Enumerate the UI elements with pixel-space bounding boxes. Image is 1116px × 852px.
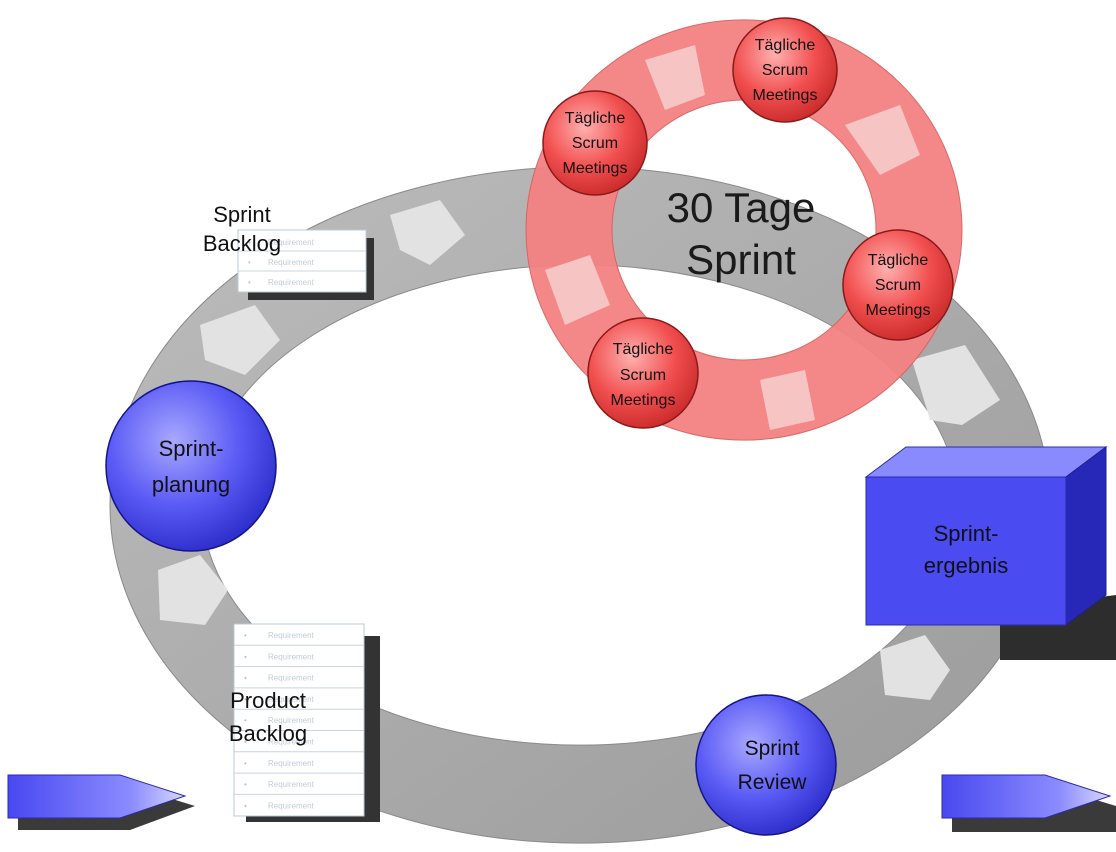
daily-meeting-text: Scrum xyxy=(875,277,921,294)
svg-text:•: • xyxy=(244,759,247,768)
sprint-planning-text-line2: planung xyxy=(152,472,230,497)
svg-text:•: • xyxy=(244,780,247,789)
daily-meeting-circle: Tägliche Scrum Meetings xyxy=(732,17,838,123)
daily-meeting-circle: Tägliche Scrum Meetings xyxy=(542,90,648,196)
requirement-item: Requirement xyxy=(268,738,315,747)
output-arrow xyxy=(941,774,1116,832)
ring-arrow-marker xyxy=(545,255,610,325)
ring-arrow-marker xyxy=(880,635,950,700)
sprint-planning-text-line1: Sprint- xyxy=(159,436,224,461)
daily-meeting-text: Meetings xyxy=(753,87,818,104)
daily-meeting-circle: Tägliche Scrum Meetings xyxy=(587,317,699,429)
requirement-item: Requirement xyxy=(268,780,315,789)
requirement-item: Requirement xyxy=(268,258,315,267)
daily-meeting-text: Scrum xyxy=(620,367,666,384)
requirement-item: Requirement xyxy=(268,695,315,704)
svg-text:•: • xyxy=(244,674,247,683)
requirement-item: Requirement xyxy=(268,631,315,640)
daily-meeting-text: Tägliche xyxy=(755,37,816,54)
sprint-cycle-ring xyxy=(109,166,1051,844)
product-backlog-label-line2: Backlog xyxy=(229,721,307,746)
ring-arrow-marker xyxy=(912,345,1000,425)
input-arrow xyxy=(7,774,195,830)
sprint-backlog-document: • Requirement • Requirement • Requiremen… xyxy=(237,229,374,300)
ring-arrow-marker xyxy=(845,105,920,175)
requirement-item: Requirement xyxy=(268,278,315,287)
requirement-item: Requirement xyxy=(268,238,315,247)
sprint-title-line1: 30 Tage xyxy=(667,184,816,231)
ring-arrow-marker xyxy=(158,555,228,625)
daily-meeting-circle: Tägliche Scrum Meetings xyxy=(842,229,954,341)
svg-text:•: • xyxy=(244,652,247,661)
sprint-review-circle: Sprint Review xyxy=(695,694,837,836)
sprint-title-line2: Sprint xyxy=(686,236,796,283)
sprint-backlog-label-line2: Backlog xyxy=(203,231,281,256)
svg-text:•: • xyxy=(244,631,247,640)
requirement-item: Requirement xyxy=(268,674,315,683)
svg-text:•: • xyxy=(244,738,247,747)
ring-arrow-marker xyxy=(200,305,280,375)
ring-arrow-marker xyxy=(760,370,815,430)
svg-text:•: • xyxy=(244,801,247,810)
requirement-item: Requirement xyxy=(268,716,315,725)
daily-meeting-text: Tägliche xyxy=(868,252,929,269)
svg-text:•: • xyxy=(244,695,247,704)
requirement-item: Requirement xyxy=(268,652,315,661)
sprint-planning-circle: Sprint- planung xyxy=(105,380,277,552)
daily-meeting-text: Meetings xyxy=(611,392,676,409)
daily-meeting-text: Scrum xyxy=(572,135,618,152)
ring-arrow-marker xyxy=(645,45,705,110)
svg-text:•: • xyxy=(248,238,251,247)
daily-meeting-text: Scrum xyxy=(762,62,808,79)
requirement-item: Requirement xyxy=(268,759,315,768)
svg-text:•: • xyxy=(248,258,251,267)
sprint-review-text-line2: Review xyxy=(738,771,808,794)
daily-meeting-text: Meetings xyxy=(563,160,628,177)
daily-meeting-text: Tägliche xyxy=(565,110,626,127)
sprint-review-text-line1: Sprint xyxy=(745,737,800,760)
svg-text:•: • xyxy=(248,278,251,287)
daily-meeting-text: Tägliche xyxy=(613,341,674,358)
product-backlog-document: • Requirement • Requirement • Requirement • Req… xyxy=(233,623,380,822)
daily-meeting-text: Meetings xyxy=(866,302,931,319)
sprint-result-text-line1: Sprint- xyxy=(934,521,999,546)
svg-text:•: • xyxy=(244,716,247,725)
product-backlog-label-line1: Product xyxy=(230,688,306,713)
sprint-result-box: Sprint- ergebnis xyxy=(864,446,1116,660)
sprint-backlog-label-line1: Sprint xyxy=(213,202,270,227)
sprint-result-text-line2: ergebnis xyxy=(924,553,1008,578)
ring-arrow-marker xyxy=(390,200,465,265)
requirement-item: Requirement xyxy=(268,801,315,810)
